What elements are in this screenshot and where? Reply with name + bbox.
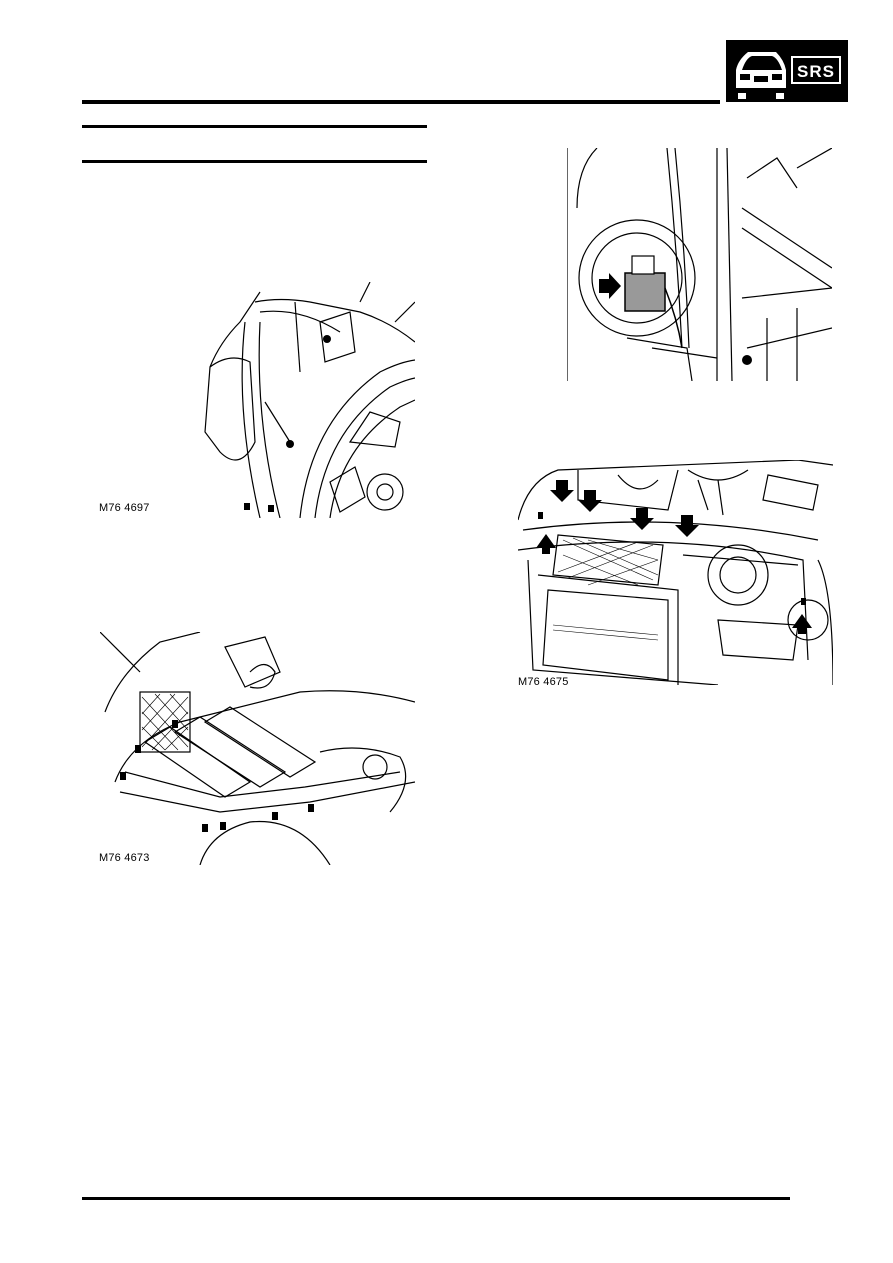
figure-caption: M76 4673 xyxy=(99,852,150,864)
figure-caption: M76 4675 xyxy=(518,676,569,688)
front-bumper-illustration xyxy=(518,460,833,685)
wheel-arch-illustration xyxy=(200,282,415,518)
section-rule-bottom xyxy=(82,160,427,163)
srs-badge-text: SRS xyxy=(797,62,835,81)
car-front-icon xyxy=(736,52,786,99)
figure-caption: M76 4697 xyxy=(99,502,150,514)
footer-rule xyxy=(82,1197,790,1200)
header-rule xyxy=(82,100,720,104)
undertray-illustration xyxy=(100,632,415,865)
srs-badge: SRS xyxy=(726,40,848,102)
section-rule-top xyxy=(82,125,427,128)
horn-connector-illustration xyxy=(567,148,832,381)
